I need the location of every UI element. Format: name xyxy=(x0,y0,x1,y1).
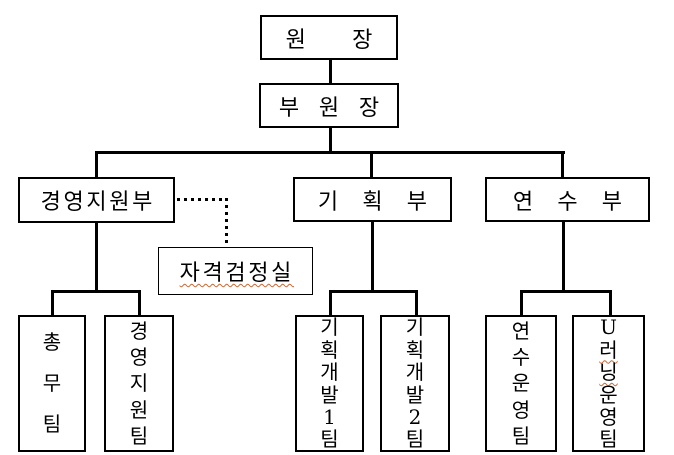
connector-drop-planning xyxy=(370,151,373,178)
connector-training-stem xyxy=(562,221,565,292)
connector-drop-ulearning-ops xyxy=(609,290,612,316)
connector-bus xyxy=(95,151,565,154)
connector-vice-bus xyxy=(329,127,332,153)
connector-drop-planning-dev-1 xyxy=(329,290,332,316)
node-team-planning-dev-2-label: 기획개발2팀 xyxy=(405,315,425,452)
node-dept-planning: 기획부 xyxy=(293,177,452,222)
connector-dotted-qualification-h xyxy=(177,198,228,201)
node-team-training-ops: 연수운영팀 xyxy=(485,315,557,452)
ulearning-misspelled-part: 러닝 xyxy=(599,337,618,385)
node-director: 원장 xyxy=(260,15,398,60)
connector-management-support-bus xyxy=(51,290,141,293)
node-dept-management-support-label: 경영지원부 xyxy=(40,190,156,215)
node-vice-director: 부원장 xyxy=(259,83,399,128)
connector-director-vice xyxy=(329,60,332,84)
connector-planning-bus xyxy=(329,290,418,293)
node-team-ulearning-ops: U러닝운영팀 xyxy=(572,315,645,452)
node-team-ulearning-ops-label: U러닝운영팀 xyxy=(597,316,619,450)
connector-drop-training xyxy=(561,151,564,178)
ulearning-suffix: 운영팀 xyxy=(599,382,618,452)
node-team-general-affairs-label: 총무팀 xyxy=(42,330,62,436)
node-dept-management-support: 경영지원부 xyxy=(18,177,175,223)
connector-drop-management-support xyxy=(95,151,98,178)
node-team-general-affairs: 총무팀 xyxy=(18,315,86,452)
connector-training-bus xyxy=(520,290,612,293)
node-team-planning-dev-1: 기획개발1팀 xyxy=(295,315,364,452)
node-vice-director-label: 부원장 xyxy=(278,95,399,121)
node-team-planning-dev-2: 기획개발2팀 xyxy=(380,315,450,452)
connector-drop-general-affairs xyxy=(51,290,54,316)
node-dept-planning-label: 기획부 xyxy=(317,189,452,215)
node-team-management-support: 경영지원팀 xyxy=(104,315,174,452)
node-dept-training: 연수부 xyxy=(485,177,650,222)
node-team-planning-dev-1-label: 기획개발1팀 xyxy=(320,315,339,452)
connector-management-support-stem xyxy=(95,222,98,292)
connector-drop-planning-dev-2 xyxy=(415,290,418,316)
node-office-qualification: 자격검정실 xyxy=(158,247,313,295)
connector-drop-management-support-team xyxy=(138,290,141,316)
node-team-management-support-label: 경영지원팀 xyxy=(129,318,149,449)
node-dept-training-label: 연수부 xyxy=(512,189,647,215)
connector-planning-stem xyxy=(371,221,374,292)
node-office-qualification-label: 자격검정실 xyxy=(179,261,295,286)
node-director-label: 원장 xyxy=(285,27,419,53)
connector-drop-training-ops xyxy=(520,290,523,316)
connector-dotted-qualification-v xyxy=(225,198,228,247)
node-team-training-ops-label: 연수운영팀 xyxy=(511,318,531,449)
ulearning-prefix: U xyxy=(600,315,617,340)
